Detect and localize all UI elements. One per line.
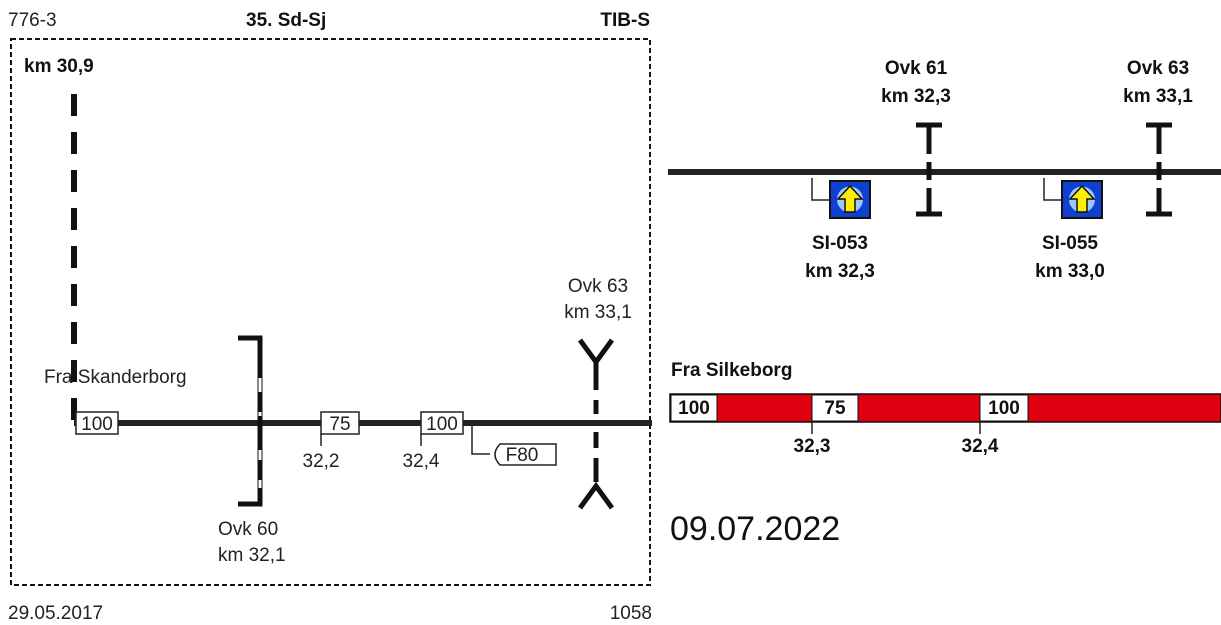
speed-strip-km-100: 32,4 xyxy=(962,436,999,457)
speed-board-value: 100 xyxy=(426,414,458,435)
signal-si053-id: SI-053 xyxy=(812,233,868,254)
signal-si055-km: km 33,0 xyxy=(1035,261,1105,282)
speed-board-100-km: 32,4 xyxy=(403,451,440,472)
speed-board-value: 100 xyxy=(81,414,113,435)
sign-f80: F80 xyxy=(471,426,557,466)
bridge-ovk63-left-name: Ovk 63 xyxy=(568,276,628,297)
bridge-ovk63-right-symbol xyxy=(1146,122,1172,217)
signal-si055 xyxy=(1043,178,1103,219)
signal-si053 xyxy=(811,178,871,219)
speed-board-100-start: 100 xyxy=(75,411,119,435)
header-left-code: 776-3 xyxy=(8,10,57,31)
sign-f80-label: F80 xyxy=(506,445,539,466)
speed-strip xyxy=(669,393,1221,434)
left-panel-frame xyxy=(10,38,651,586)
speed-strip-km-75: 32,3 xyxy=(794,436,831,457)
right-from-label: Fra Silkeborg xyxy=(671,360,792,381)
speed-board-100-second: 100 xyxy=(420,411,464,446)
speed-board-75-km: 32,2 xyxy=(303,451,340,472)
bridge-ovk61-name: Ovk 61 xyxy=(885,58,948,79)
right-panel-date: 09.07.2022 xyxy=(670,510,840,548)
bridge-ovk63-symbol xyxy=(577,338,615,510)
bridge-ovk61-km: km 32,3 xyxy=(881,86,951,107)
left-start-km: km 30,9 xyxy=(24,56,94,77)
speed-strip-value-100: 100 xyxy=(988,398,1020,419)
left-from-label: Fra Skanderborg xyxy=(44,367,187,388)
footer-page-number: 1058 xyxy=(610,603,652,624)
signal-si055-id: SI-055 xyxy=(1042,233,1098,254)
bridge-ovk60-name: Ovk 60 xyxy=(218,519,278,540)
header-right-code: TIB-S xyxy=(600,10,650,31)
bridge-ovk63-right-km: km 33,1 xyxy=(1123,86,1193,107)
speed-strip-value-100-start: 100 xyxy=(678,398,710,419)
signal-si053-km: km 32,3 xyxy=(805,261,875,282)
bridge-ovk60-km: km 32,1 xyxy=(218,545,286,566)
speed-board-75: 75 xyxy=(320,411,360,446)
bridge-ovk63-right-name: Ovk 63 xyxy=(1127,58,1189,79)
bridge-ovk63-left-km: km 33,1 xyxy=(564,302,632,323)
footer-date: 29.05.2017 xyxy=(8,603,103,624)
header-title: 35. Sd-Sj xyxy=(246,10,326,31)
speed-board-value: 75 xyxy=(329,414,350,435)
speed-strip-value-75: 75 xyxy=(824,398,846,419)
bridge-ovk60-symbol xyxy=(238,335,263,507)
bridge-ovk61-symbol xyxy=(916,122,942,217)
